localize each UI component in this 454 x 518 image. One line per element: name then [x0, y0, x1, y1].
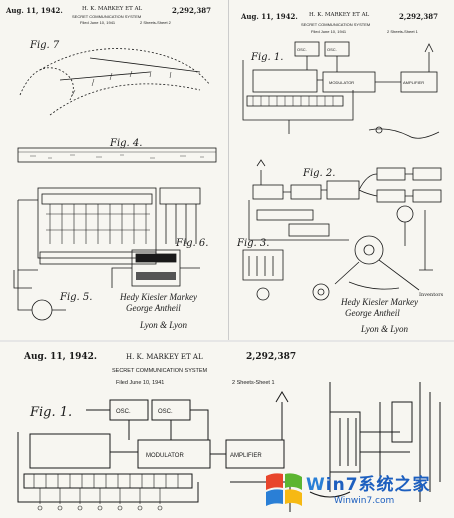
- figure-label: Fig. 2.: [302, 168, 335, 179]
- inventor-signature: George Antheil: [345, 308, 400, 318]
- block-label: AMPLIFIER: [230, 453, 262, 459]
- inventor-signature: Hedy Kiesler Markey: [340, 297, 418, 307]
- sheet-1-drawings: OSC. OSC. MODULATOR AMPLIFIER Fig. 1. Fi…: [236, 41, 444, 334]
- inventor-signature: Hedy Kiesler Markey: [119, 292, 197, 302]
- sheet-count: 2 Sheets-Sheet 1: [232, 380, 275, 386]
- patent-sheet-2: Aug. 11, 1942. H. K. MARKEY ET AL 2,292,…: [0, 0, 229, 340]
- site-watermark: Win7系统之家 Winwin7.com: [262, 462, 454, 518]
- sheet-filed: Filed June 10, 1941: [80, 20, 116, 25]
- watermark-brand: Win7系统之家: [306, 475, 431, 495]
- svg-text:OSC.: OSC.: [297, 47, 307, 52]
- sheet-date: Aug. 11, 1942.: [241, 12, 298, 21]
- sheet-2-drawings: Fig. 7 Fig. 4. Fig. 6. Fig. 5. Hedy Kies…: [13, 40, 217, 330]
- figure-label: Fig. 1.: [250, 52, 283, 63]
- sheet-inventors: H. K. MARKEY ET AL: [82, 6, 143, 12]
- sheet-count: 2 Sheets-Sheet 2: [140, 20, 171, 25]
- figure-label: Fig. 5.: [59, 292, 92, 303]
- sheet-count: 2 Sheets-Sheet 1: [387, 29, 418, 34]
- sheet-patent-number: 2,292,387: [246, 352, 297, 362]
- patent-sheet-1: Aug. 11, 1942. H. K. MARKEY ET AL 2,292,…: [229, 0, 454, 340]
- block-label: OSC.: [158, 409, 173, 415]
- sheet-date: Aug. 11, 1942.: [24, 352, 98, 362]
- svg-text:MODULATOR: MODULATOR: [329, 80, 354, 85]
- sheet-title: SECRET COMMUNICATION SYSTEM: [301, 22, 371, 27]
- sheet-filed: Filed June 10, 1941: [116, 380, 165, 386]
- figure-label: Fig. 6.: [175, 238, 208, 249]
- sheet-patent-number: 2,292,387: [172, 6, 211, 15]
- figure-label: Fig. 4.: [109, 138, 142, 149]
- attorney-signature: Lyon & Lyon: [139, 320, 187, 330]
- sheet-filed: Filed June 10, 1941: [311, 29, 347, 34]
- sheet-patent-number: 2,292,387: [399, 12, 438, 21]
- figure-label: Fig. 7: [29, 40, 60, 51]
- enlarged-fig-1-drawing: OSC. OSC. MODULATOR AMPLIFIER Fig. 1.: [17, 382, 441, 512]
- attorney-signature: Lyon & Lyon: [360, 324, 408, 334]
- sheet-inventors: H. K. MARKEY ET AL: [126, 353, 203, 361]
- sheet-inventors: H. K. MARKEY ET AL: [309, 12, 370, 18]
- figure-label: Fig. 3.: [236, 238, 269, 249]
- svg-text:AMPLIFIER: AMPLIFIER: [403, 80, 424, 85]
- figure-label: Fig. 1.: [29, 405, 72, 420]
- inventor-signature: George Antheil: [126, 303, 181, 313]
- svg-text:OSC.: OSC.: [327, 47, 337, 52]
- block-label: MODULATOR: [146, 453, 184, 459]
- inventors-note: Inventors: [419, 292, 444, 298]
- windows-logo-icon: [266, 473, 302, 506]
- sheet-title: SECRET COMMUNICATION SYSTEM: [112, 368, 208, 374]
- watermark-url: Winwin7.com: [334, 496, 395, 506]
- patent-sheet-1-enlarged: Aug. 11, 1942. H. K. MARKEY ET AL 2,292,…: [0, 340, 454, 518]
- block-label: OSC.: [116, 409, 131, 415]
- sheet-date: Aug. 11, 1942.: [6, 6, 63, 15]
- sheet-title: SECRET COMMUNICATION SYSTEM: [72, 14, 142, 19]
